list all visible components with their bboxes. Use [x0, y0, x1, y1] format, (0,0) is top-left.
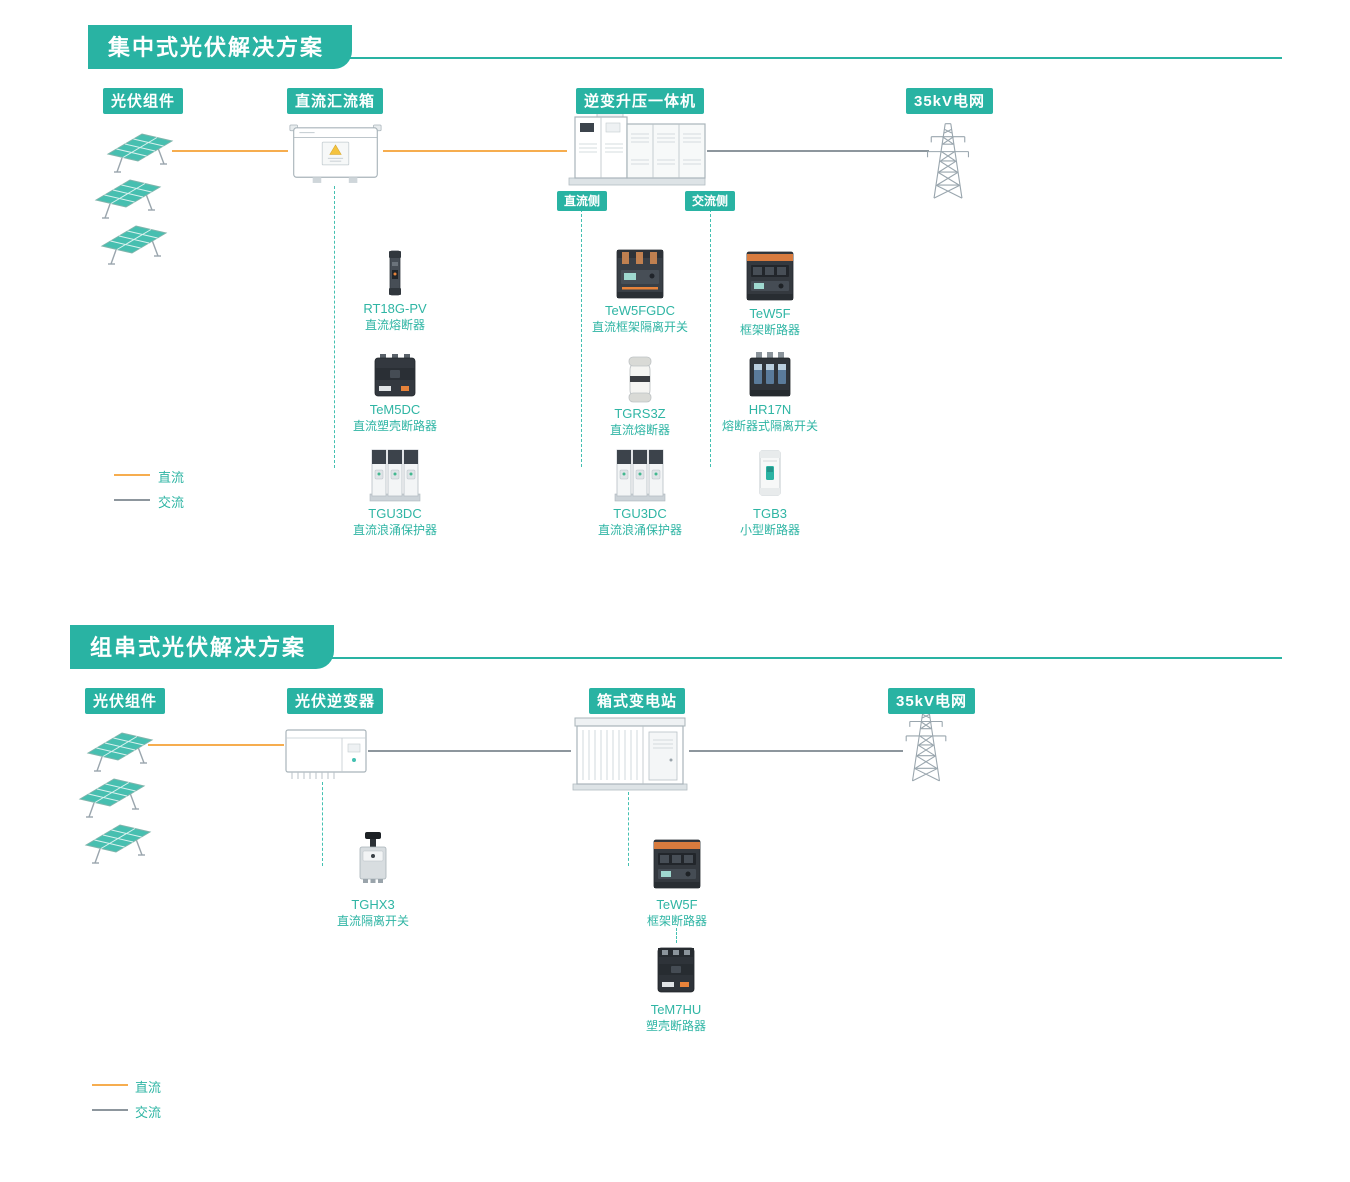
dc-fuse-image — [382, 248, 408, 303]
ac-line-inverter-to-grid — [707, 150, 929, 152]
mccb-image — [653, 944, 699, 1001]
product-label: TeM5DC 直流塑壳断路器 — [305, 402, 485, 434]
product-desc: 直流隔离开关 — [336, 914, 409, 928]
dc-line-combiner-to-inverter — [383, 150, 567, 152]
dc-spd-image — [367, 444, 423, 509]
frame-breaker-image — [744, 248, 796, 309]
dashed-connector-substation — [628, 792, 629, 866]
mcb-image — [754, 448, 786, 503]
product-label: TeW5F 框架断路器 — [680, 306, 860, 338]
dashed-connector-combiner — [334, 186, 335, 468]
product-name: TeW5F — [656, 897, 698, 912]
dashed-connector-ac-side — [710, 209, 711, 467]
product-name: TGRS3Z — [614, 406, 666, 421]
product-label: TGB3 小型断路器 — [680, 506, 860, 538]
product-desc: 框架断路器 — [646, 914, 707, 928]
product-name: TGU3DC — [613, 506, 667, 521]
product-name: TeM7HU — [650, 1002, 702, 1017]
solar-panel-icon — [98, 220, 170, 271]
dc-combiner-box-image — [288, 122, 383, 190]
legend-dc-line — [92, 1084, 128, 1086]
solar-panel-icon — [84, 727, 156, 778]
dc-spd-image — [612, 444, 668, 509]
product-desc: 直流塑壳断路器 — [352, 419, 437, 433]
dc-mccb-image — [371, 352, 419, 403]
fuse-switch-disconnector-image — [746, 350, 794, 405]
product-name: HR17N — [748, 402, 792, 417]
node-label-pv-modules: 光伏组件 — [85, 688, 166, 714]
section2-header-underline — [74, 657, 1282, 659]
product-label: TeW5F 框架断路器 — [587, 897, 767, 929]
product-desc: 直流浪涌保护器 — [352, 523, 437, 537]
node-label-inverter-booster: 逆变升压一体机 — [576, 88, 705, 114]
product-name: TGU3DC — [368, 506, 422, 521]
dc-line-panels-to-inverter — [148, 744, 284, 746]
product-desc: 直流浪涌保护器 — [597, 523, 682, 537]
solar-panel-icon — [82, 819, 154, 870]
dc-fuse-cylinder-image — [619, 353, 661, 410]
product-desc: 框架断路器 — [739, 323, 800, 337]
frame-breaker-image — [651, 836, 703, 897]
legend-dc-line — [114, 474, 150, 476]
dc-rotary-isolator-image — [352, 830, 394, 889]
node-label-pv-modules: 光伏组件 — [103, 88, 184, 114]
transmission-tower-icon — [899, 702, 953, 791]
box-substation-image — [571, 714, 689, 797]
product-name: TeW5FGDC — [604, 303, 676, 318]
legend-dc-label: 直流 — [158, 470, 185, 485]
product-desc: 塑壳断路器 — [645, 1019, 706, 1033]
dc-frame-isolator-image — [614, 246, 666, 307]
string-inverter-image — [284, 726, 368, 787]
product-label: TeW5FGDC 直流框架隔离开关 — [550, 303, 730, 335]
node-label-box-substation: 箱式变电站 — [589, 688, 686, 714]
section1-header-underline — [92, 57, 1282, 59]
product-label: TGU3DC 直流浪涌保护器 — [550, 506, 730, 538]
dashed-connector-dc-side — [581, 209, 582, 467]
product-label: TGHX3 直流隔离开关 — [283, 897, 463, 929]
solar-panel-icon — [76, 773, 148, 824]
product-desc: 熔断器式隔离开关 — [721, 419, 818, 433]
node-label-dc-combiner-box: 直流汇流箱 — [287, 88, 384, 114]
inverter-booster-station-image — [567, 110, 707, 193]
product-name: TGB3 — [753, 506, 787, 521]
dashed-connector-between-products — [676, 928, 677, 943]
section2-title: 组串式光伏解决方案 — [70, 625, 335, 669]
product-desc: 小型断路器 — [739, 523, 800, 537]
product-label: TeM7HU 塑壳断路器 — [586, 1002, 766, 1034]
node-label-35kv-grid: 35kV电网 — [906, 88, 994, 114]
solar-panel-icon — [92, 174, 164, 225]
product-name: TGHX3 — [351, 897, 395, 912]
product-label: TGU3DC 直流浪涌保护器 — [305, 506, 485, 538]
legend-ac-line — [92, 1109, 128, 1111]
section1-title: 集中式光伏解决方案 — [88, 25, 353, 69]
legend-ac-label: 交流 — [158, 495, 185, 510]
legend-ac-line — [114, 499, 150, 501]
product-name: TeW5F — [749, 306, 791, 321]
product-desc: 直流框架隔离开关 — [591, 320, 688, 334]
ac-line-inverter-to-substation — [368, 750, 571, 752]
node-label-pv-inverter: 光伏逆变器 — [287, 688, 384, 714]
product-name: TeM5DC — [369, 402, 421, 417]
ac-line-substation-to-grid — [689, 750, 903, 752]
legend-dc-label: 直流 — [135, 1080, 162, 1095]
node-label-35kv-grid: 35kV电网 — [888, 688, 976, 714]
legend-ac-label: 交流 — [135, 1105, 162, 1120]
product-label: RT18G-PV 直流熔断器 — [305, 301, 485, 333]
dashed-connector-inverter — [322, 782, 323, 866]
product-label: TGRS3Z 直流熔断器 — [550, 406, 730, 438]
product-desc: 直流熔断器 — [609, 423, 670, 437]
solar-panel-icon — [104, 128, 176, 179]
dc-line-panels-to-combiner — [172, 150, 288, 152]
ac-side-badge: 交流侧 — [685, 191, 736, 211]
transmission-tower-icon — [920, 120, 976, 205]
product-desc: 直流熔断器 — [364, 318, 425, 332]
product-label: HR17N 熔断器式隔离开关 — [680, 402, 860, 434]
dc-side-badge: 直流侧 — [557, 191, 608, 211]
product-name: RT18G-PV — [363, 301, 427, 316]
